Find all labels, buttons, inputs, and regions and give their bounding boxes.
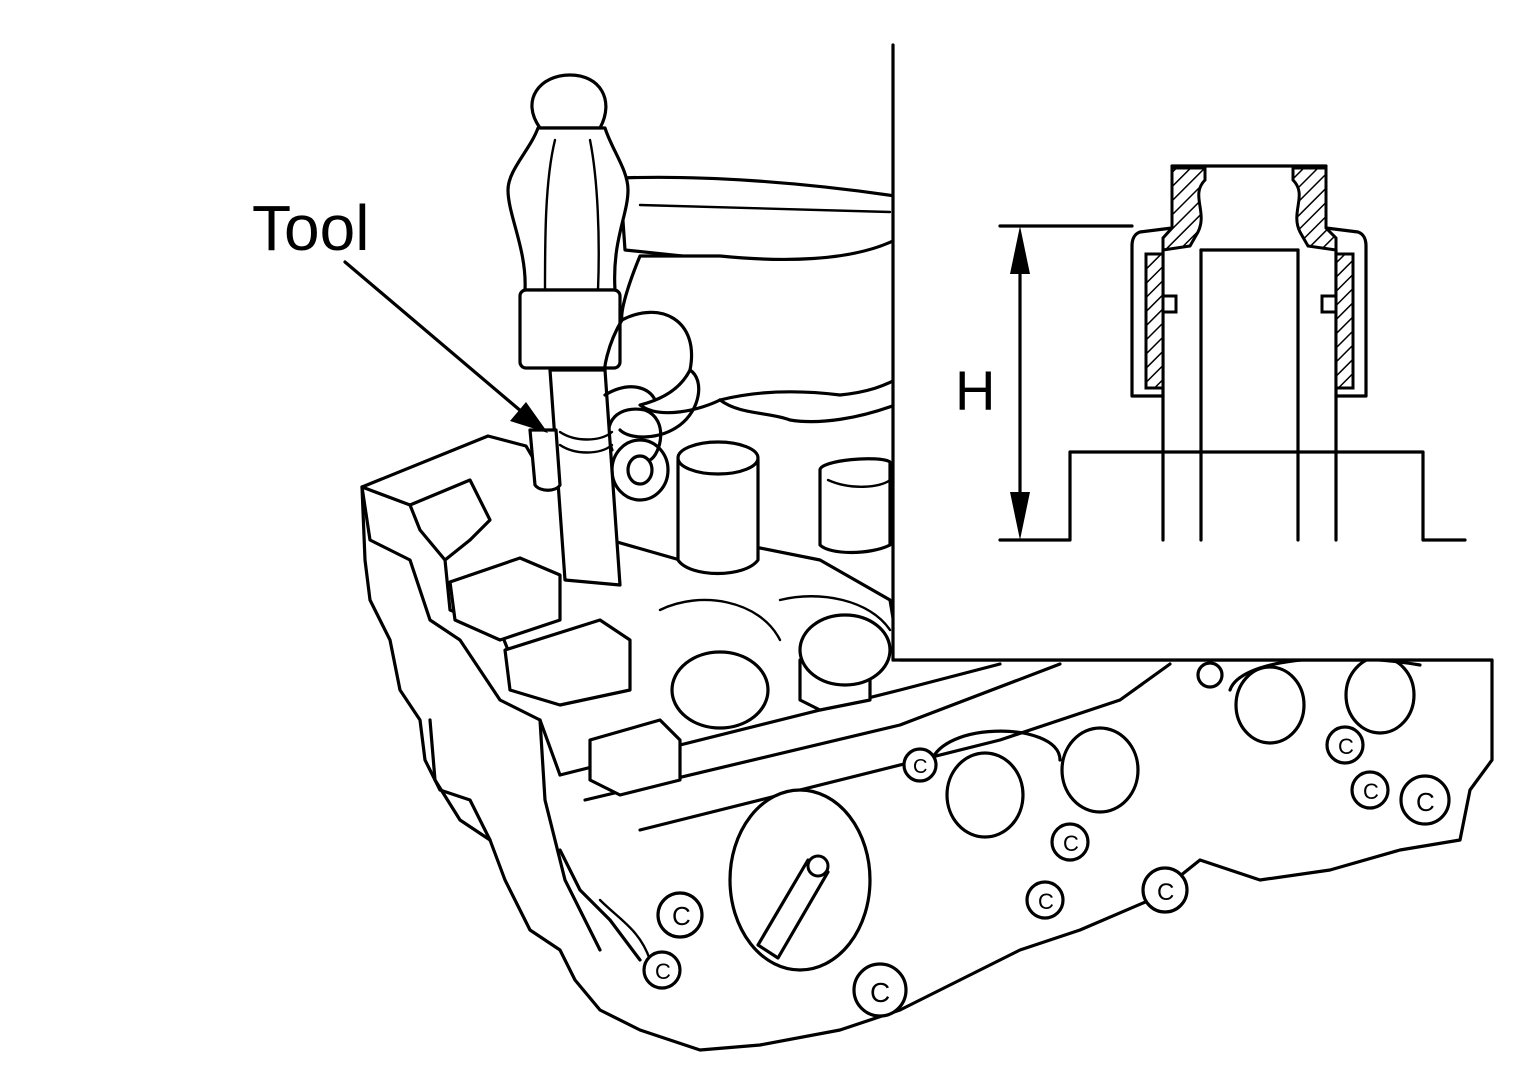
port-openings: [928, 655, 1422, 839]
cylinder-head-illustration: C C C C C C C C C C: [360, 434, 1494, 1052]
bolt-holes: C C C C C C C C C C: [642, 661, 1451, 1018]
svg-text:C: C: [1338, 734, 1354, 759]
svg-text:C: C: [672, 901, 691, 931]
tool-callout: Tool: [252, 192, 548, 433]
hammer-icon: [506, 73, 897, 370]
svg-text:C: C: [655, 959, 671, 984]
svg-text:C: C: [1063, 831, 1079, 856]
seal-right-hatch: [1291, 166, 1338, 252]
svg-text:C: C: [1363, 779, 1379, 804]
svg-text:C: C: [870, 977, 890, 1008]
seal-driver-icon: [528, 368, 657, 587]
svg-text:C: C: [1416, 787, 1435, 817]
svg-text:C: C: [1038, 889, 1054, 914]
valve-guide: [676, 440, 892, 576]
height-dimension-label: H: [955, 359, 995, 422]
hand-icon: [602, 238, 897, 502]
seal-left-hatch: [1161, 166, 1207, 252]
svg-text:C: C: [913, 756, 927, 778]
detail-inset: H: [891, 43, 1513, 662]
tool-arrowhead: [510, 402, 548, 433]
svg-text:C: C: [1157, 879, 1174, 906]
tool-label: Tool: [252, 192, 369, 264]
